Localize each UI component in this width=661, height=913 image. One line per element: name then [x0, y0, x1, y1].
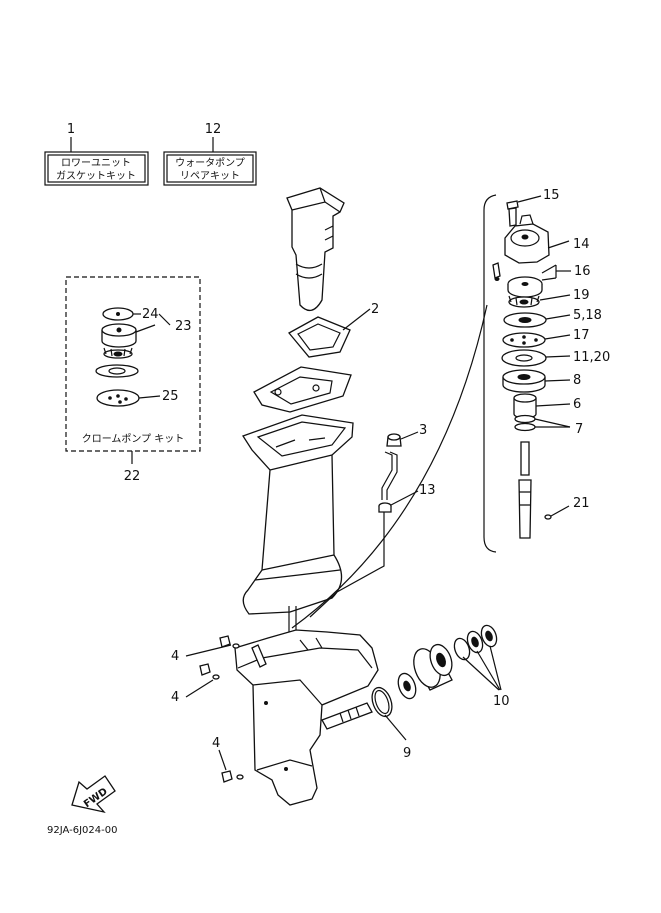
callout-12: 12 — [205, 122, 222, 137]
kit-box-22: 24 23 25 クロームポンプ キット 22 — [65, 276, 201, 484]
part-25-gasket — [96, 389, 140, 407]
callout-11-20: 11,20 — [573, 350, 610, 365]
callout-23: 23 — [175, 319, 192, 334]
callout-16: 16 — [574, 264, 591, 279]
callout-4a: 4 — [171, 649, 179, 664]
callout-14: 14 — [573, 237, 590, 252]
callout-17: 17 — [573, 328, 590, 343]
callout-1: 1 — [67, 122, 75, 137]
kit-12-line1: ウォータポンプ — [175, 157, 245, 169]
callout-24: 24 — [142, 307, 159, 322]
upper-exhaust-guide — [286, 187, 345, 312]
part-4-bolts: 4 4 4 — [171, 635, 244, 783]
part-3-grommet: 3 — [381, 423, 427, 500]
callout-22: 22 — [124, 469, 141, 484]
callout-19: 19 — [573, 288, 590, 303]
propeller-shaft — [321, 702, 373, 730]
kit-12-line2: リペアキット — [180, 171, 240, 182]
callout-8: 8 — [573, 373, 581, 388]
drive-shaft-housing — [242, 414, 354, 615]
part-2-gasket: 2 — [287, 302, 379, 358]
callout-4c: 4 — [212, 736, 220, 751]
callout-2: 2 — [371, 302, 379, 317]
callout-5-18: 5,18 — [573, 308, 602, 323]
callout-10: 10 — [493, 694, 510, 709]
fwd-arrow-icon: FWD — [71, 775, 116, 814]
part-10-bearing-set: 10 — [397, 624, 510, 709]
part-9-o-ring: 9 — [371, 686, 411, 761]
callout-7: 7 — [575, 422, 583, 437]
part-13-seal: 13 — [378, 483, 436, 513]
callout-13: 13 — [419, 483, 436, 498]
callout-4b: 4 — [171, 690, 179, 705]
callout-21: 21 — [573, 496, 590, 511]
callout-3: 3 — [419, 423, 427, 438]
callout-6: 6 — [573, 397, 581, 412]
kit-22-label: クロームポンプ キット — [82, 433, 185, 445]
callout-9: 9 — [403, 746, 411, 761]
gear-case — [234, 629, 379, 806]
drawing-code: 92JA-6J024-00 — [47, 825, 117, 836]
exhaust-plate-gasket — [253, 366, 352, 413]
assembly-leader-lines — [288, 194, 497, 640]
kit-box-1: 1 ロワーユニット ガスケットキット — [44, 122, 149, 186]
kit-1-line2: ガスケットキット — [56, 170, 136, 182]
kit-box-12: 12 ウォータポンプ リペアキット — [163, 122, 257, 186]
kit-1-line1: ロワーユニット — [61, 158, 131, 169]
callout-25: 25 — [162, 389, 179, 404]
water-pump-assembly: 15 14 16 19 5,18 17 — [492, 188, 610, 539]
callout-15: 15 — [543, 188, 560, 203]
